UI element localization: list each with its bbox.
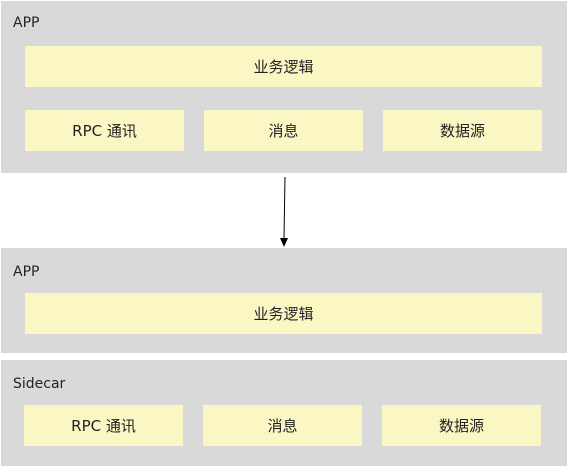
top-app-label: APP bbox=[13, 15, 40, 31]
top-rpc-box: RPC 通讯 bbox=[25, 110, 184, 151]
sidecar-label: Sidecar bbox=[13, 376, 66, 392]
sidecar-panel: Sidecar RPC 通讯 消息 数据源 bbox=[1, 360, 567, 466]
top-app-panel: APP 业务逻辑 RPC 通讯 消息 数据源 bbox=[1, 1, 567, 173]
sidecar-datasource-box: 数据源 bbox=[382, 405, 541, 446]
sidecar-message-box: 消息 bbox=[203, 405, 362, 446]
top-business-logic-box: 业务逻辑 bbox=[25, 46, 542, 87]
sidecar-rpc-box: RPC 通讯 bbox=[24, 405, 183, 446]
bottom-business-logic-box: 业务逻辑 bbox=[25, 293, 542, 334]
top-datasource-box: 数据源 bbox=[383, 110, 542, 151]
top-message-box: 消息 bbox=[204, 110, 363, 151]
bottom-app-panel: APP 业务逻辑 bbox=[1, 248, 567, 353]
bottom-app-label: APP bbox=[13, 264, 40, 280]
